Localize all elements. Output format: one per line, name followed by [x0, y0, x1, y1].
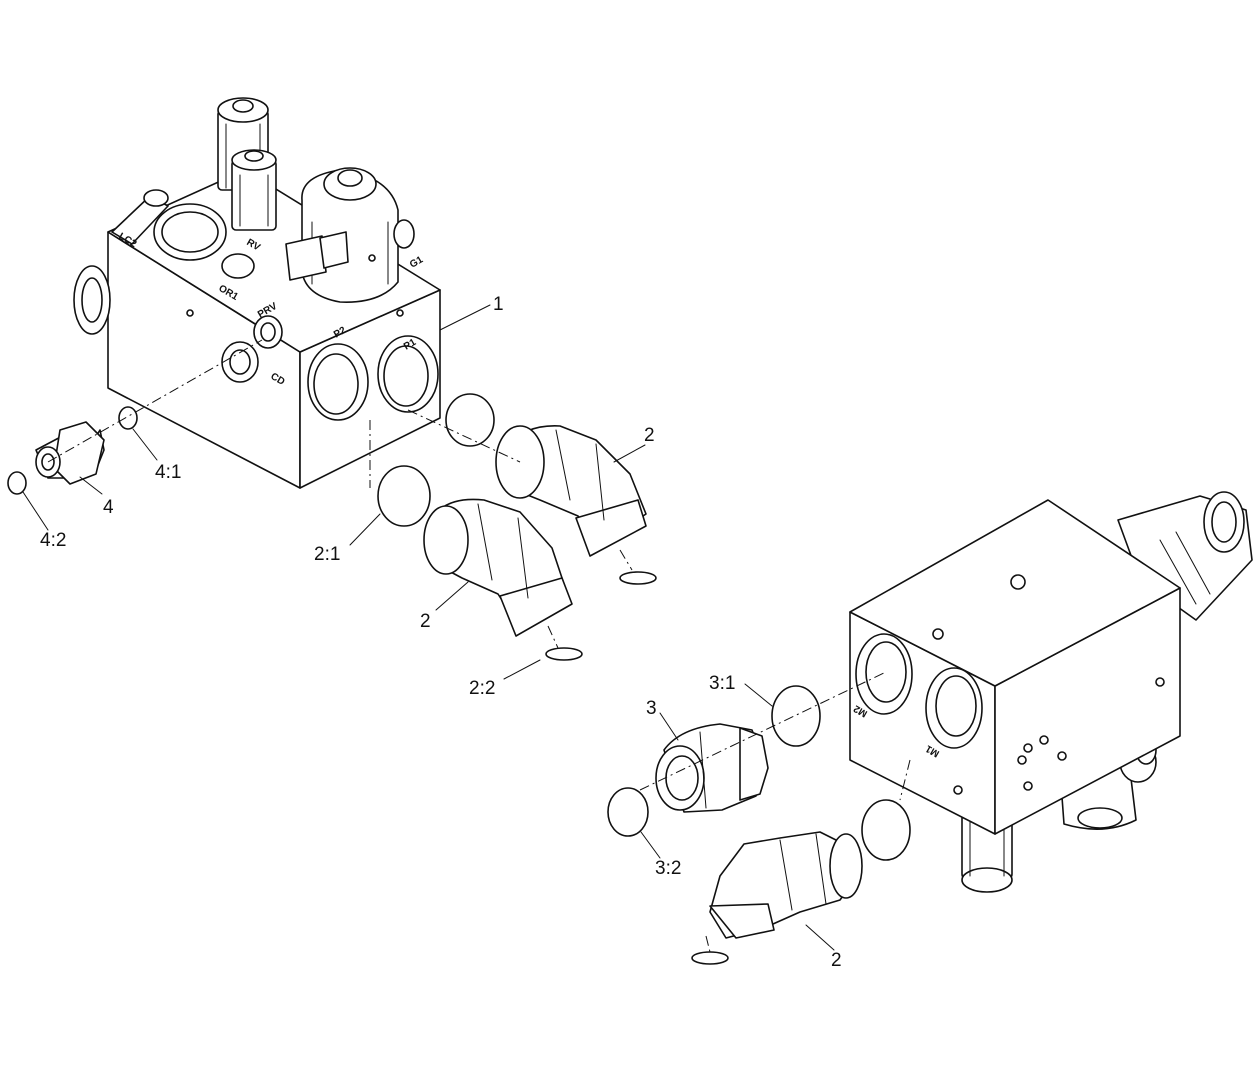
callout-4: 4	[103, 497, 114, 518]
callout-3-1: 3:1	[709, 673, 735, 694]
leader-lines	[22, 304, 835, 951]
callout-2-mid: 2	[420, 611, 431, 632]
port-label-p1: P1	[402, 337, 418, 353]
seal-2-lower	[691, 951, 729, 965]
elbow-fitting-2-middle	[423, 498, 573, 637]
callout-2-top: 2	[644, 425, 655, 446]
port-label-g1: G1	[408, 254, 425, 270]
elbow-fitting-2-upper	[495, 425, 647, 557]
port-label-p2: P2	[332, 325, 348, 341]
callout-4-2: 4:2	[40, 530, 66, 551]
o-ring-3-2	[607, 787, 649, 837]
callout-4-1: 4:1	[155, 462, 181, 483]
o-ring-2-1	[377, 465, 431, 527]
fitting-4	[35, 421, 105, 485]
o-ring-3-1	[771, 685, 821, 747]
seal-2-upper	[619, 571, 657, 585]
valve-block-left	[73, 97, 441, 489]
o-ring-4-2	[7, 471, 27, 495]
callout-2-2: 2:2	[469, 678, 495, 699]
callout-1: 1	[493, 294, 504, 315]
callout-2-1: 2:1	[314, 544, 340, 565]
callout-3: 3	[646, 698, 657, 719]
assembly-center-lines	[47, 339, 911, 953]
o-ring-4-1	[118, 406, 138, 430]
valve-block-right	[849, 491, 1253, 893]
elbow-fitting-2-lower	[709, 831, 863, 939]
callout-2-bottom: 2	[831, 950, 842, 971]
seal-2-2	[545, 647, 583, 661]
o-ring-2-lower	[861, 799, 911, 861]
o-ring-2-upper	[445, 393, 495, 447]
straight-fitting-3	[655, 723, 769, 813]
callout-3-2: 3:2	[655, 858, 681, 879]
callouts: 1 2 2:1 2 2:2 4:1 4 4:2 3 3:1 3:2 2	[40, 294, 842, 971]
